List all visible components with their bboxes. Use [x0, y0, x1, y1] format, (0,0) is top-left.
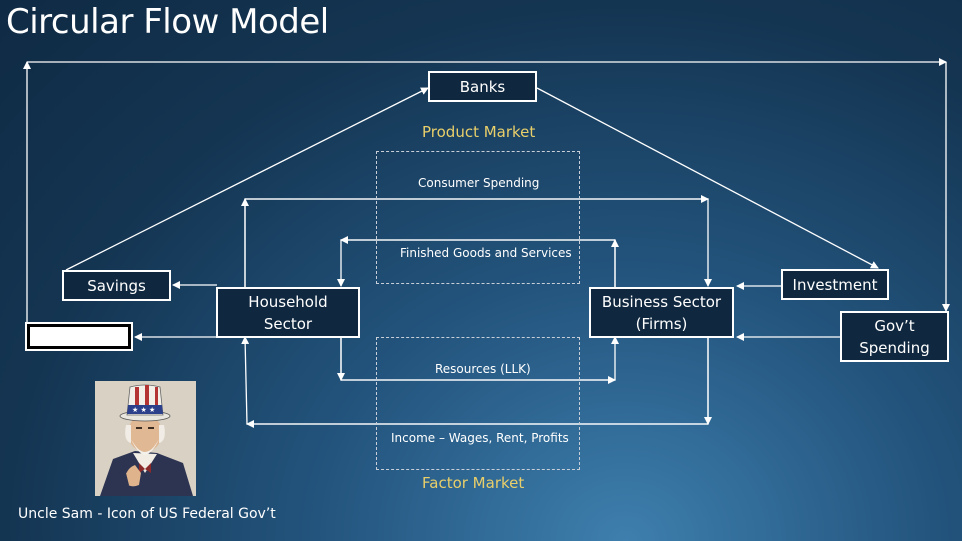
product-market-region	[376, 151, 580, 284]
household-label-line1: Household	[248, 292, 328, 311]
consumer-spending-label: Consumer Spending	[418, 176, 540, 190]
govt-spending-box: Gov’t Spending	[840, 311, 949, 362]
savings-label: Savings	[87, 276, 146, 295]
factor-market-region	[376, 337, 580, 470]
banks-to-investment-arrow	[536, 87, 879, 269]
income-label: Income – Wages, Rent, Profits	[391, 431, 569, 445]
banks-label: Banks	[459, 77, 506, 96]
investment-box: Investment	[781, 269, 889, 300]
svg-text:★ ★ ★: ★ ★ ★	[132, 406, 155, 414]
banks-box: Banks	[428, 71, 537, 102]
factor-market-label: Factor Market	[422, 474, 525, 492]
uncle-sam-caption: Uncle Sam - Icon of US Federal Gov’t	[18, 506, 276, 522]
redacted-box	[25, 322, 133, 351]
household-label-line2: Sector	[263, 314, 313, 333]
govt-label-line1: Gov’t	[874, 316, 915, 335]
govt-label-line2: Spending	[859, 338, 930, 357]
household-sector-box: Household Sector	[216, 287, 360, 338]
slide-title: Circular Flow Model	[6, 2, 329, 42]
savings-box: Savings	[62, 270, 171, 301]
redacted-fill	[30, 327, 128, 346]
finished-goods-label: Finished Goods and Services	[400, 246, 572, 260]
business-label-line1: Business Sector	[601, 292, 722, 311]
savings-to-banks-arrow	[65, 87, 429, 271]
uncle-sam-image: ★ ★ ★	[95, 381, 196, 496]
investment-label: Investment	[792, 275, 878, 294]
business-label-line2: (Firms)	[635, 314, 688, 333]
resources-label: Resources (LLK)	[435, 362, 531, 376]
business-sector-box: Business Sector (Firms)	[589, 287, 734, 338]
product-market-label: Product Market	[422, 123, 536, 141]
